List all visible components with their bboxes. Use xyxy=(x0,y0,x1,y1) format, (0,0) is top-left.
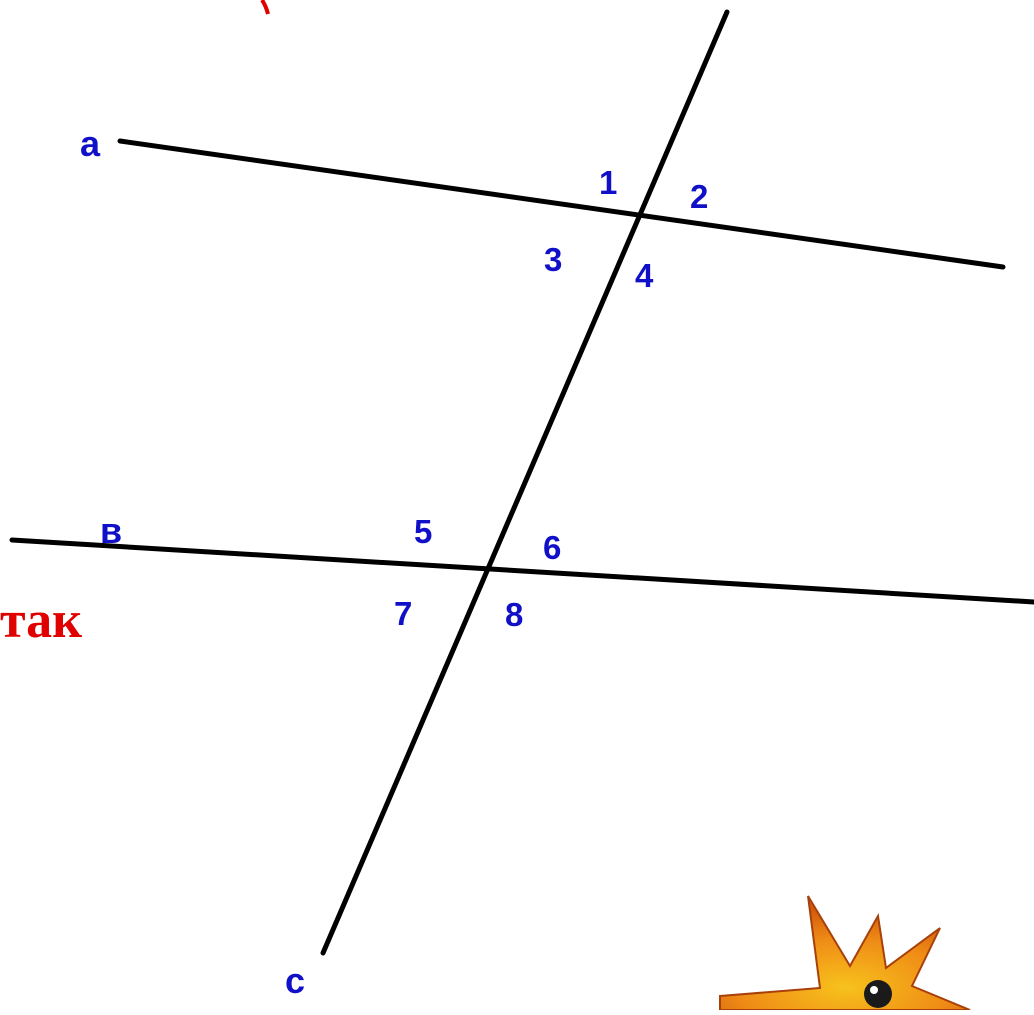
line-c-label: с xyxy=(285,960,306,1001)
line-b xyxy=(9,537,1034,605)
angle-5-label: 5 xyxy=(414,513,433,550)
angle-7-label: 7 xyxy=(394,595,413,632)
line-b-label: в xyxy=(100,510,123,551)
angle-4-label: 4 xyxy=(635,257,654,294)
line-c xyxy=(320,9,730,956)
starburst-icon xyxy=(700,876,1034,1010)
top-red-mark xyxy=(260,0,270,15)
line-a xyxy=(117,138,1006,270)
angle-8-label: 8 xyxy=(505,596,524,633)
angle-6-label: 6 xyxy=(543,529,562,566)
side-text: так xyxy=(0,592,83,649)
angle-1-label: 1 xyxy=(599,164,618,201)
angle-3-label: 3 xyxy=(544,241,563,278)
line-a-label: а xyxy=(80,123,101,164)
angle-2-label: 2 xyxy=(690,178,709,215)
